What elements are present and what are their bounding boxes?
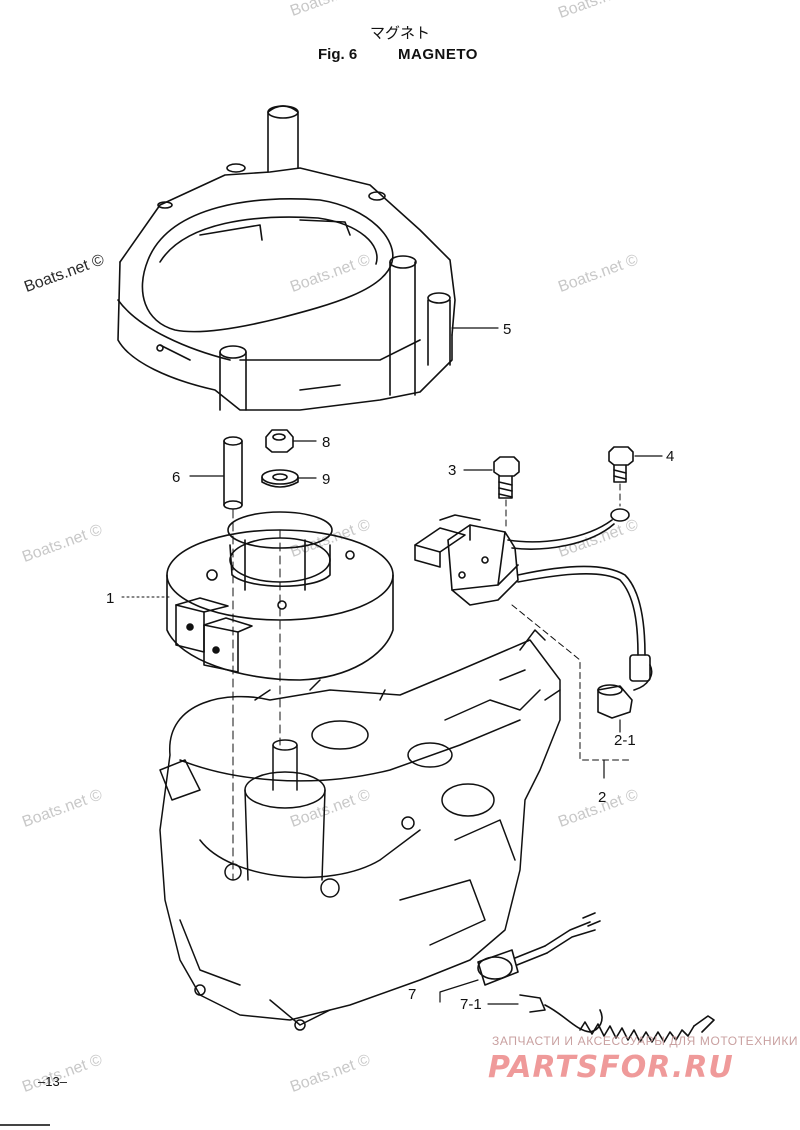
part-6-collar	[223, 436, 243, 510]
callout-1: 1	[106, 590, 115, 607]
part-5-magneto-base	[117, 105, 456, 411]
callout-2-1: 2-1	[614, 732, 636, 749]
part-7-stop-switch	[477, 912, 601, 986]
callout-8: 8	[322, 434, 331, 451]
part-4-screw	[608, 446, 634, 483]
title-japanese: マグネト	[369, 24, 430, 42]
callout-3: 3	[448, 462, 457, 479]
part-8-nut	[265, 429, 294, 453]
callout-6: 6	[172, 469, 181, 486]
callout-5: 5	[503, 321, 512, 338]
callout-7-1: 7-1	[460, 996, 482, 1013]
engine-block	[159, 629, 561, 1031]
figure-title: MAGNETO	[398, 46, 478, 63]
brand-logo: PARTSFOR.RU	[488, 1050, 734, 1085]
brand-tagline: ЗАПЧАСТИ И АКСЕССУАРЫ ДЛЯ МОТОТЕХНИКИ	[492, 1034, 799, 1048]
part-9-washer	[261, 469, 299, 488]
part-7-1-lanyard	[519, 994, 715, 1043]
page-number: –13–	[38, 1074, 67, 1089]
bottom-rule	[0, 1124, 50, 1126]
callout-7: 7	[408, 986, 417, 1003]
part-3-bolt	[493, 456, 520, 499]
part-2-ignition-coil	[414, 508, 653, 719]
callout-9: 9	[322, 471, 331, 488]
figure-label: Fig. 6	[318, 46, 358, 63]
callout-4: 4	[666, 448, 675, 465]
callout-2: 2	[598, 789, 607, 806]
